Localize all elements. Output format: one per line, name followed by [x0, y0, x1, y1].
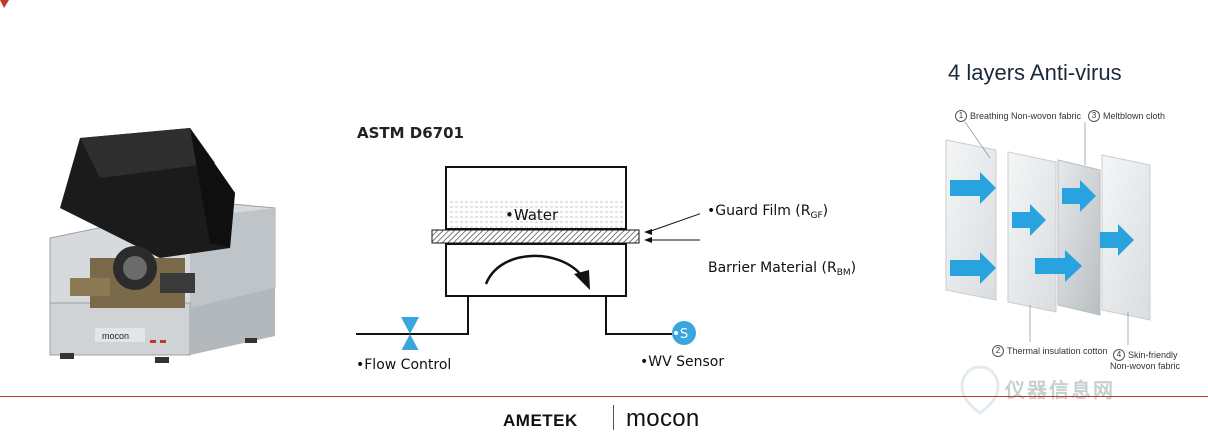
- corner-accent-mark: [0, 0, 9, 8]
- guard-film-label: •Guard Film (RGF): [707, 203, 828, 221]
- astm-title: ASTM D6701: [357, 124, 464, 142]
- barrier-subscript: BM: [836, 268, 851, 278]
- barrier-material-label: Barrier Material (RBM): [708, 260, 856, 278]
- inlet-pipe: [356, 296, 469, 335]
- layer-text-1: Breathing Non-wovon fabric: [970, 111, 1082, 121]
- watermark-logo-icon: [960, 365, 1000, 415]
- water-label: •Water: [505, 206, 559, 224]
- layer-text-2: Thermal insulation cotton: [1007, 346, 1108, 356]
- layer-sheet-3: [1057, 159, 1101, 316]
- layer-number-2: 2: [992, 345, 1004, 357]
- sensor-symbol: S: [680, 327, 688, 342]
- flow-control-valve-icon: [401, 317, 419, 350]
- guard-film-subscript: GF: [810, 211, 823, 221]
- airflow-arrows: [950, 172, 1134, 284]
- mocon-logo: mocon: [626, 405, 700, 432]
- circulation-arrow: [484, 254, 583, 285]
- instrument-brand-label: mocon: [102, 331, 129, 341]
- layer-number-1: 1: [955, 110, 967, 122]
- layer-text-3: Meltblown cloth: [1103, 111, 1166, 121]
- guard-film-close: ): [822, 203, 829, 219]
- layers-title: 4 layers Anti-virus: [948, 60, 1122, 85]
- film-band: [431, 229, 640, 244]
- barrier-text: Barrier Material (R: [708, 260, 837, 276]
- ametek-logo: AMETEK: [503, 411, 578, 430]
- permeation-instrument-image: mocon: [49, 128, 276, 363]
- astm-test-cell-diagram: S: [356, 166, 700, 350]
- barrier-close: ): [850, 260, 857, 276]
- layer-label-4-line2: Non-wovon fabric: [1110, 361, 1181, 371]
- mask-layers-diagram: [945, 121, 1151, 345]
- guard-film-text: •Guard Film (R: [707, 203, 811, 219]
- layer-text-4: Skin-friendly: [1128, 350, 1178, 360]
- layer-number-3: 3: [1088, 110, 1100, 122]
- flow-control-label: •Flow Control: [356, 357, 452, 373]
- wv-sensor-icon: [672, 321, 696, 345]
- lower-chamber: [445, 243, 627, 297]
- outlet-pipe: [605, 296, 672, 335]
- footer-divider: [0, 396, 1208, 397]
- wv-sensor-label: •WV Sensor: [640, 354, 725, 370]
- watermark-text: 仪器信息网: [1005, 378, 1115, 402]
- layer-number-4: 4: [1113, 349, 1125, 361]
- footer-logo-separator: [613, 405, 614, 430]
